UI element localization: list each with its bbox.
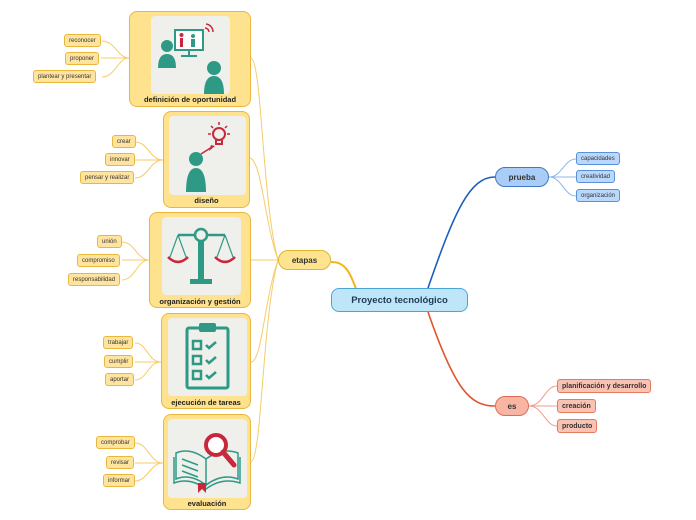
hub-prueba[interactable]: prueba bbox=[495, 167, 549, 187]
leaf-informar[interactable]: informar bbox=[103, 474, 136, 487]
leaf-cumplir[interactable]: cumplir bbox=[104, 355, 134, 368]
leaf-creacion[interactable]: creación bbox=[557, 399, 596, 413]
leaf-responsabilidad[interactable]: responsabilidad bbox=[68, 273, 121, 286]
stage-title: evaluación bbox=[187, 499, 227, 508]
leaf-proponer[interactable]: proponer bbox=[65, 52, 100, 65]
hub-etapas[interactable]: etapas bbox=[278, 250, 331, 270]
stage-card-diseno[interactable]: diseño bbox=[163, 111, 250, 208]
balance-scale-icon bbox=[162, 217, 241, 295]
leaf-reconocer[interactable]: reconocer bbox=[64, 34, 101, 47]
stage-title: organización y gestión bbox=[159, 297, 241, 306]
leaf-plantear-y-presentar[interactable]: plantear y presentar bbox=[33, 70, 97, 83]
stage-title: ejecución de tareas bbox=[171, 398, 241, 407]
leaf-crear[interactable]: crear bbox=[112, 135, 136, 148]
stage-card-ejecucion[interactable]: ejecución de tareas bbox=[161, 313, 251, 409]
leaf-pensar-y-realizar[interactable]: pensar y realizar bbox=[80, 171, 135, 184]
leaf-aportar[interactable]: aportar bbox=[105, 373, 135, 386]
leaf-planificacion-y-desarrollo[interactable]: planificación y desarrollo bbox=[557, 379, 652, 393]
stage-card-organizacion[interactable]: organización y gestión bbox=[149, 212, 251, 308]
stage-title: definición de oportunidad bbox=[143, 95, 237, 104]
meeting-presentation-icon bbox=[151, 16, 230, 94]
leaf-capacidades[interactable]: capacidades bbox=[576, 152, 620, 165]
central-topic[interactable]: Proyecto tecnológico bbox=[331, 288, 468, 312]
leaf-producto[interactable]: producto bbox=[557, 419, 598, 433]
hub-es[interactable]: es bbox=[495, 396, 529, 416]
leaf-organizacion[interactable]: organización bbox=[576, 189, 621, 202]
leaf-comprobar[interactable]: comprobar bbox=[96, 436, 135, 449]
leaf-compromiso[interactable]: compromiso bbox=[77, 254, 120, 267]
leaf-innovar[interactable]: innovar bbox=[105, 153, 135, 166]
stage-title: diseño bbox=[194, 196, 219, 205]
leaf-creatividad[interactable]: creatividad bbox=[576, 170, 616, 183]
book-magnifier-icon bbox=[168, 419, 247, 498]
leaf-trabajar[interactable]: trabajar bbox=[103, 336, 134, 349]
stage-card-definicion[interactable]: definición de oportunidad bbox=[129, 11, 251, 107]
leaf-revisar[interactable]: revisar bbox=[106, 456, 135, 469]
stage-card-evaluacion[interactable]: evaluación bbox=[163, 414, 251, 510]
checklist-clipboard-icon bbox=[168, 318, 247, 396]
leaf-union[interactable]: unión bbox=[97, 235, 122, 248]
person-idea-bulb-icon bbox=[169, 116, 246, 195]
